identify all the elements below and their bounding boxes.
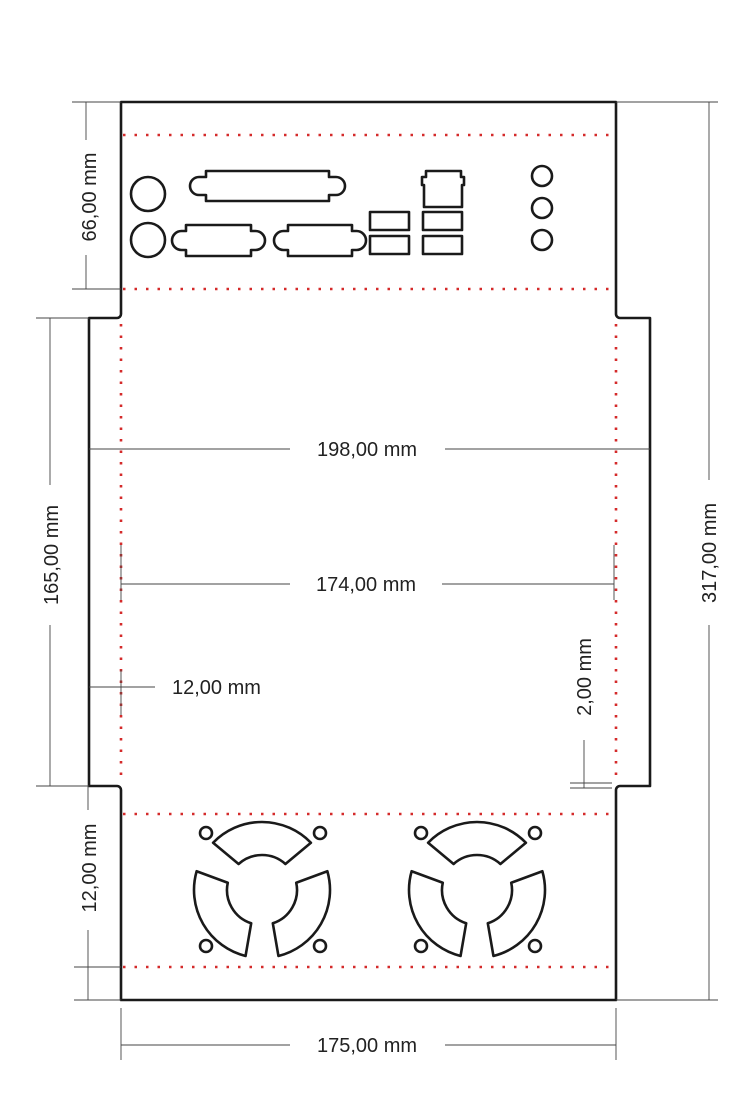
dim-panel-width: 175,00 mm [317,1035,417,1057]
usb-port-cutout [421,234,464,256]
dim-io-panel-height: 66,00 mm [79,153,101,242]
fan-grille-slot [426,820,528,866]
fold-lines [119,133,618,969]
audio-jack-cutout [530,164,554,188]
serial-port-cutout [170,223,267,258]
fan-screw-hole [198,938,214,954]
fan-grille-slot [486,869,547,958]
usb-port-cutout [421,210,464,232]
io-shield-cutouts [129,164,554,259]
lan-port-cutout [420,169,466,209]
fan-grilles [192,820,547,958]
fan-screw-hole [312,825,328,841]
dimension-labels: 66,00 mm 165,00 mm 198,00 mm 174,00 mm 1… [41,153,721,1057]
fan-grille-slot [271,869,332,958]
fan-screw-hole [527,938,543,954]
usb-port-cutout [368,234,411,256]
dim-overall-width: 198,00 mm [317,439,417,461]
audio-port-cutout [129,175,167,213]
fan-screw-hole [413,825,429,841]
parallel-port-cutout [188,169,347,203]
dim-fan-fold: 12,00 mm [79,824,101,913]
fan-screw-hole [413,938,429,954]
dim-flap-width: 12,00 mm [172,677,261,699]
fan-screw-hole [198,825,214,841]
dim-side-flap-height: 165,00 mm [41,505,63,605]
audio-jack-cutout [530,196,554,220]
dim-inner-width: 174,00 mm [316,574,416,596]
fan-grille-slot [407,869,468,958]
vga-port-cutout [272,223,368,258]
audio-port-cutout [129,221,167,259]
dim-total-height: 317,00 mm [699,503,721,603]
fan-screw-hole [312,938,328,954]
fan-grille-slot [211,820,313,866]
dim-notch-offset: 2,00 mm [574,638,596,716]
audio-jack-cutout [530,228,554,252]
usb-port-cutout [368,210,411,232]
fan-grille-slot [192,869,253,958]
dimension-lines [36,101,718,1060]
fan-screw-hole [527,825,543,841]
